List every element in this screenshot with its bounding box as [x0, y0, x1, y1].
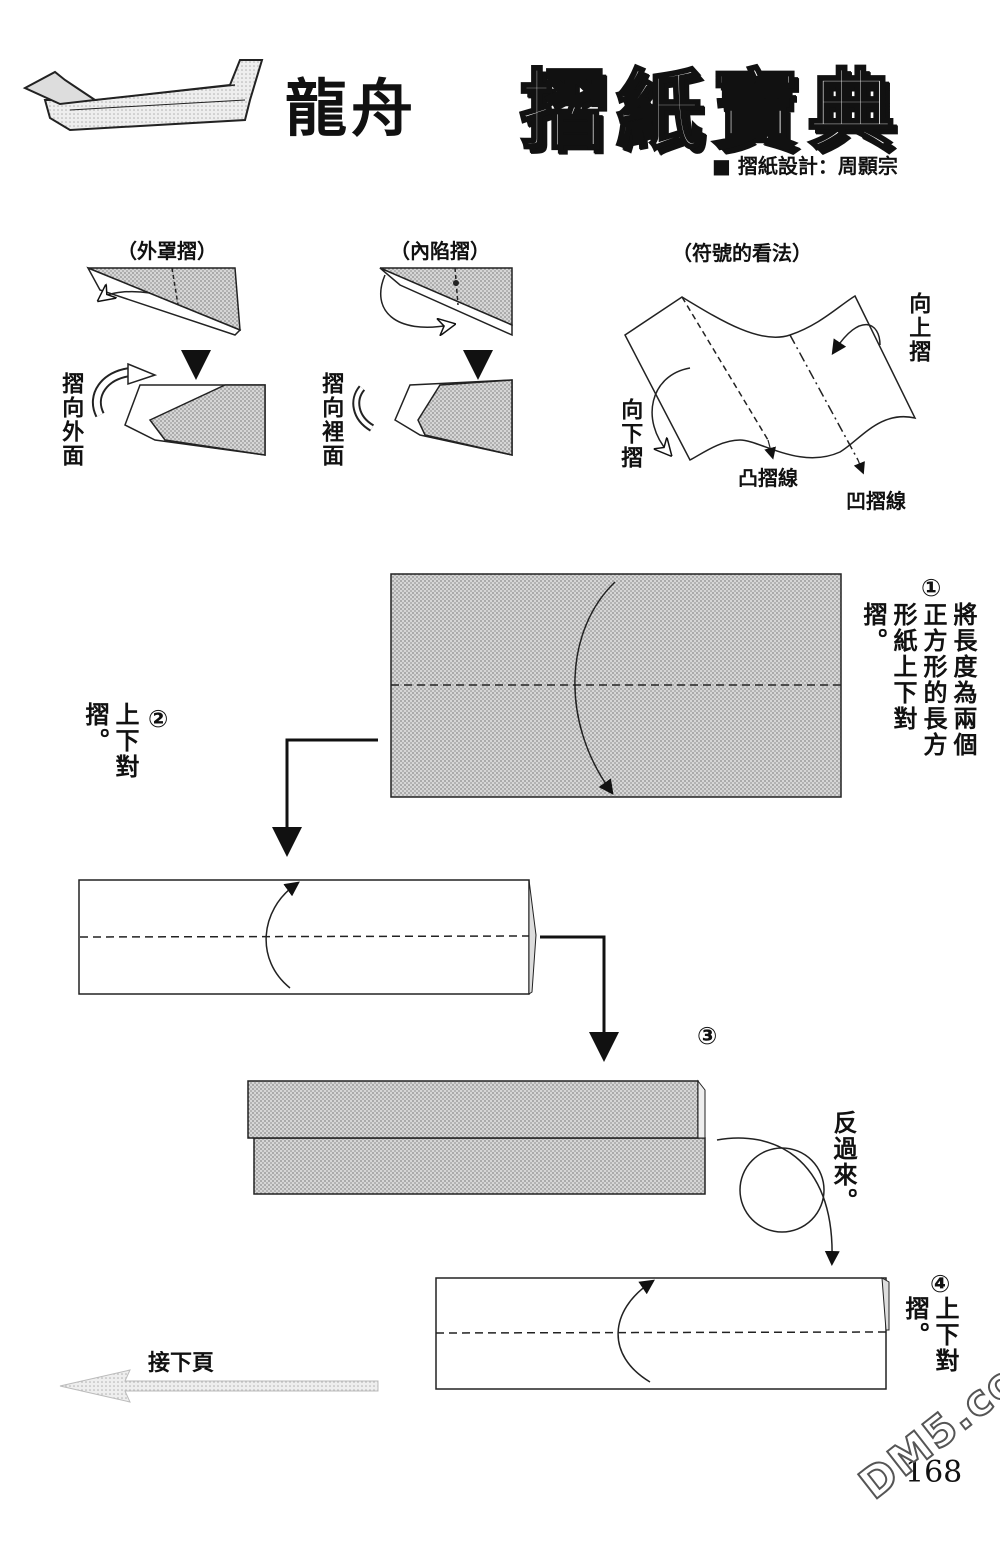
next-page-label[interactable]: 接下頁 — [148, 1351, 215, 1376]
flow-arrow-2 — [540, 935, 619, 1062]
step-2-diagram — [78, 879, 537, 995]
step-3-number: ③ — [697, 1022, 718, 1050]
step-1-diagram — [390, 573, 842, 798]
symbols-heading: （符號的看法） — [672, 241, 812, 265]
fold-down-label: 向下摺 — [617, 398, 643, 470]
inside-reverse-heading: （內陷摺） — [390, 239, 490, 263]
fold-up-label: 向上摺 — [905, 292, 931, 364]
dragon-boat-logo — [22, 59, 264, 132]
step-2-number: ② — [148, 705, 169, 733]
next-page-arrow[interactable] — [59, 1369, 379, 1403]
step-1-text: 將長度為兩個正方形的長方形紙上下對摺。 — [859, 602, 977, 758]
step-4-diagram — [435, 1277, 890, 1390]
step-4-number: ④ — [930, 1270, 951, 1298]
step-3-diagram — [247, 1079, 840, 1266]
inside-reverse-fold-diagram — [352, 267, 513, 456]
step-3-text: 反過來。 — [829, 1110, 857, 1214]
outside-reverse-heading: （外罩摺） — [117, 239, 217, 263]
mountain-fold-label: 凸摺線 — [738, 466, 798, 490]
step-1-number: ① — [921, 574, 942, 602]
model-title: 龍舟 — [285, 72, 418, 145]
valley-fold-label: 凹摺線 — [846, 489, 906, 513]
step-4-text: 上下對摺。 — [901, 1296, 959, 1374]
outside-reverse-fold-diagram — [86, 266, 266, 456]
designer-credit: ■ 摺紙設計：周顥宗 — [712, 154, 898, 178]
book-title: 摺紙寶典 — [519, 60, 904, 163]
fold-symbol-diagram — [624, 294, 917, 475]
step-2-text: 上下對摺。 — [81, 702, 139, 780]
flow-arrow-1 — [272, 738, 378, 857]
page-number: 168 — [905, 1455, 963, 1490]
inside-reverse-caption: 摺向裡面 — [318, 372, 344, 468]
outside-reverse-caption: 摺向外面 — [58, 372, 84, 468]
